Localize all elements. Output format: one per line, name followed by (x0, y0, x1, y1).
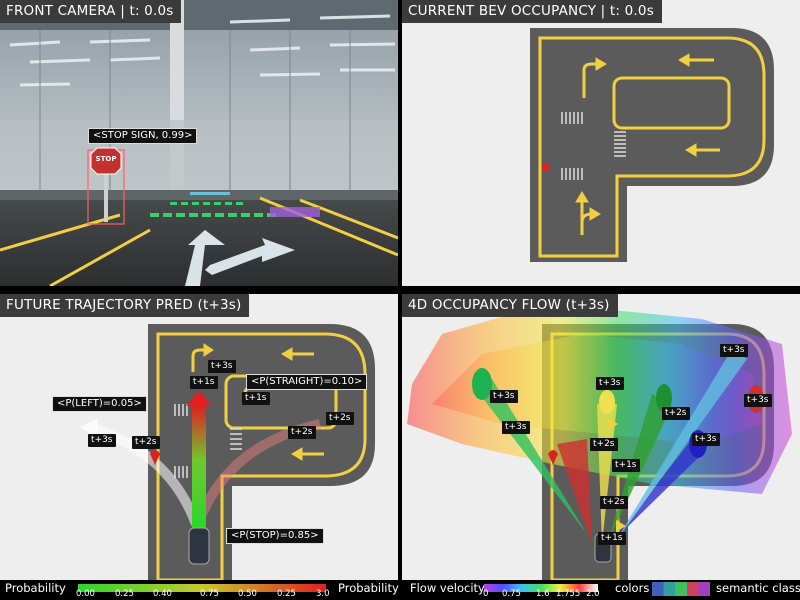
time-tag: t+2s (590, 438, 618, 451)
time-tag: t+3s (744, 394, 772, 407)
flow-tick: 1.6 (536, 589, 550, 599)
time-tag: t+3s (490, 390, 518, 403)
prob-tick: 0.50 (238, 589, 257, 599)
time-tag: t+2s (662, 407, 690, 420)
flow-tick: 0 (483, 589, 489, 599)
flow-panel-title: 4D OCCUPANCY FLOW (t+3s) (402, 294, 618, 317)
camera-scene (0, 0, 398, 286)
time-tag: t+2s (132, 436, 160, 449)
bev-map (530, 28, 774, 262)
time-tag: t+1s (612, 459, 640, 472)
flow-velocity-gradient-bar (484, 584, 598, 592)
time-tag: t+3s (720, 344, 748, 357)
probability-gradient-bar (78, 584, 326, 592)
prob-tick: 0.25 (277, 589, 296, 599)
time-tag: t+1s (190, 376, 218, 389)
colors-label: colors (615, 581, 650, 595)
trajectory-panel-title: FUTURE TRAJECTORY PRED (t+3s) (0, 294, 250, 317)
p-stop-label: <P(STOP)=0.85> (226, 528, 324, 544)
semantic-class-label: semantic class (716, 581, 800, 595)
prob-tick: 0.00 (76, 589, 95, 599)
probability-legend-label-right: Probability (338, 581, 399, 595)
p-left-label: <P(LEFT)=0.05> (52, 396, 147, 412)
trajectory-map (80, 324, 375, 580)
flow-tick: 2.0 (586, 589, 600, 599)
camera-panel-title: FRONT CAMERA | t: 0.0s (0, 0, 182, 23)
occupancy-flow-panel: 4D OCCUPANCY FLOW (t+3s) t+3s t+3s t+3s … (402, 294, 800, 580)
bev-panel-title: CURRENT BEV OCCUPANCY | t: 0.0s (402, 0, 662, 23)
time-tag: t+2s (288, 426, 316, 439)
stop-sign-text: STOP (95, 155, 117, 163)
prob-tick: 0.25 (115, 589, 134, 599)
time-tag: t+3s (88, 434, 116, 447)
time-tag: t+2s (326, 412, 354, 425)
stop-sign-detection-label: <STOP SIGN, 0.99> (88, 128, 198, 144)
probability-legend-label: Probability (5, 581, 66, 595)
semantic-class-swatches (652, 582, 710, 596)
time-tag: t+3s (208, 360, 236, 373)
p-straight-label: <P(STRAIGHT)=0.10> (246, 374, 368, 390)
front-camera-panel: FRONT CAMERA | t: 0.0s <STOP SIGN, 0.99>… (0, 0, 398, 286)
prob-tick: 3.0 (316, 589, 330, 599)
flow-tick: 0.75 (502, 589, 521, 599)
time-tag: t+3s (502, 421, 530, 434)
flow-velocity-label: Flow velocity (410, 581, 485, 595)
flow-tick: 1.755 (556, 589, 581, 599)
prob-tick: 0.75 (200, 589, 219, 599)
time-tag: t+1s (598, 532, 626, 545)
bev-occupancy-panel: CURRENT BEV OCCUPANCY | t: 0.0s (402, 0, 800, 286)
time-tag: t+1s (242, 392, 270, 405)
prob-tick: 0.40 (153, 589, 172, 599)
trajectory-panel: FUTURE TRAJECTORY PRED (t+3s) <P(LEFT)=0… (0, 294, 398, 580)
time-tag: t+3s (692, 433, 720, 446)
time-tag: t+3s (596, 377, 624, 390)
time-tag: t+2s (600, 496, 628, 509)
legend-bar: Probability 0.00 0.25 0.40 0.75 0.50 0.2… (0, 580, 800, 600)
